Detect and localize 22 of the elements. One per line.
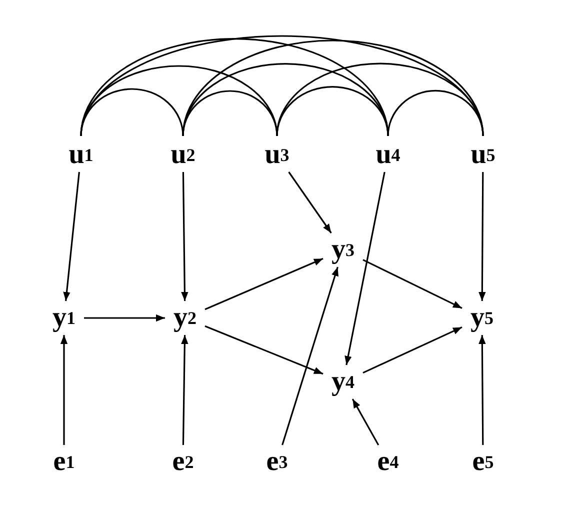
arrow <box>344 172 386 366</box>
correlation-arc <box>80 88 184 136</box>
correlation-arc <box>80 38 389 136</box>
arrow <box>288 172 332 234</box>
arrow <box>204 258 324 310</box>
arrow <box>478 335 486 445</box>
arrow <box>362 326 462 374</box>
arrow <box>352 398 380 446</box>
arrow <box>478 172 486 301</box>
arrow <box>362 259 462 309</box>
arrow <box>181 334 188 446</box>
correlation-arc <box>276 62 484 136</box>
correlation-arc <box>387 90 484 136</box>
arrow <box>84 314 165 322</box>
arrow <box>204 325 324 375</box>
arrow <box>282 266 338 446</box>
correlation-arc <box>276 86 389 136</box>
arrow <box>181 172 188 302</box>
arrow <box>63 172 80 302</box>
correlation-arc <box>182 90 278 136</box>
correlation-arc <box>182 40 484 136</box>
arrow <box>60 335 68 445</box>
